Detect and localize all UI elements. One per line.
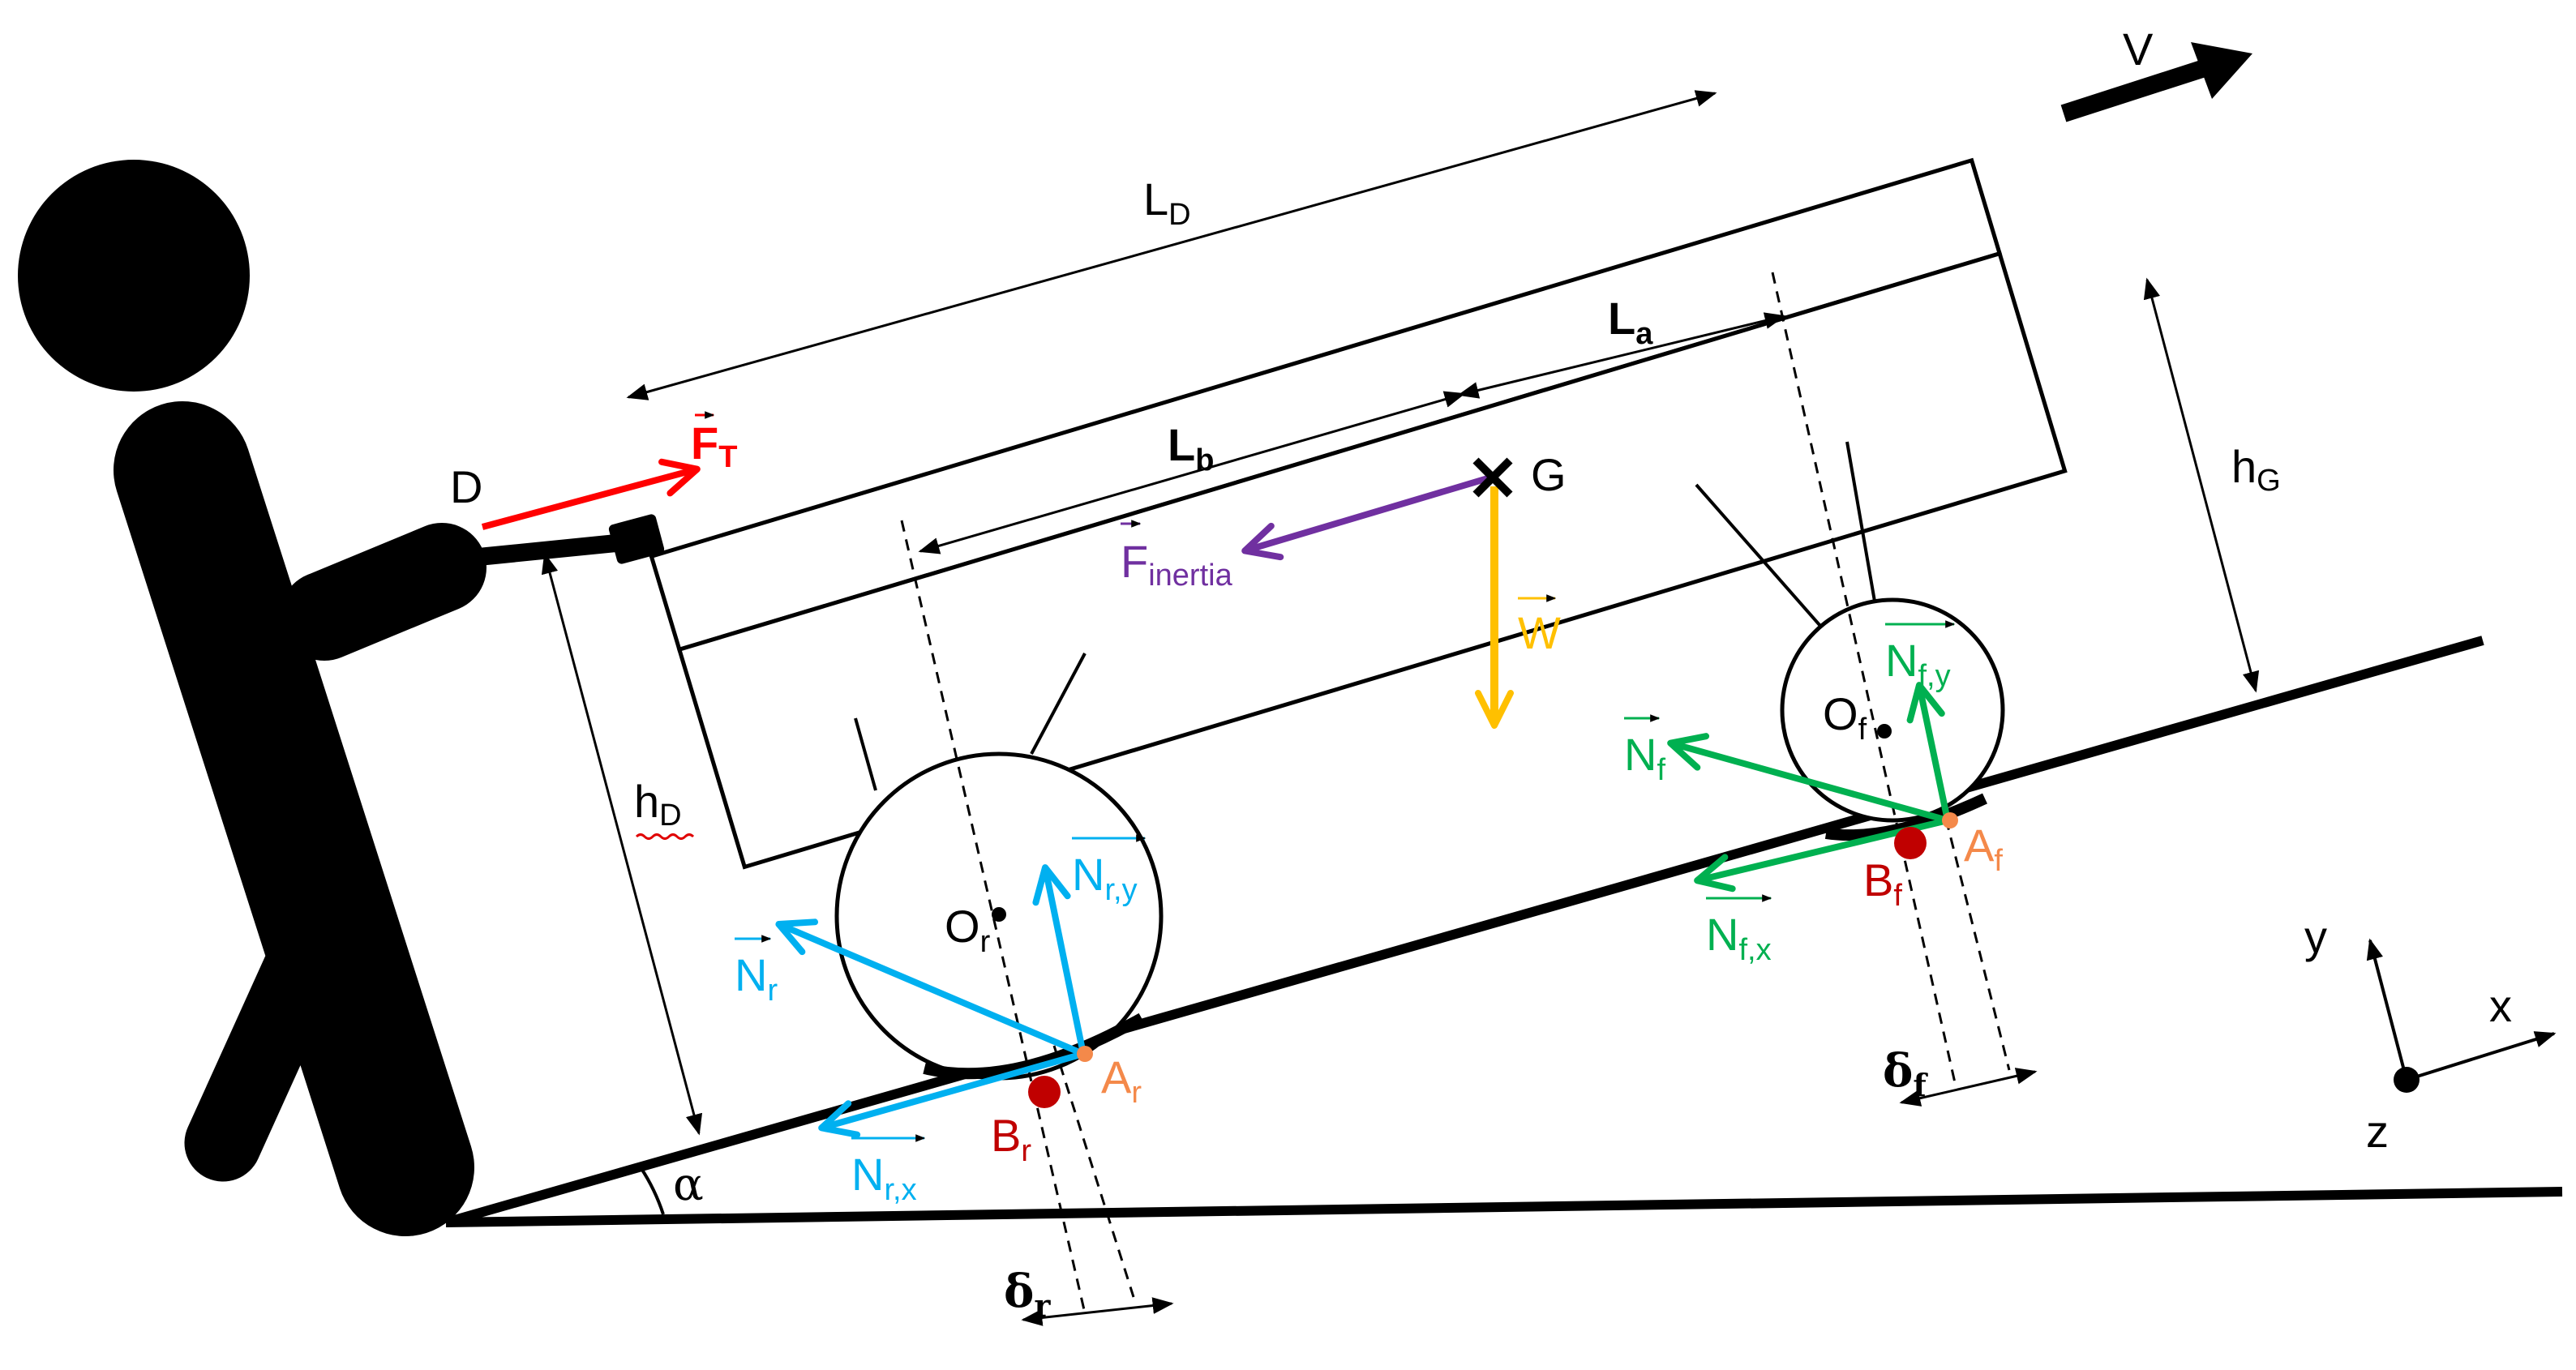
contact-point-Af [1942,812,1958,828]
label-Nrx: Nr,x [851,1149,917,1207]
force-Nfy-arrow [1906,682,1951,821]
person-head [18,160,250,392]
front-strut-left [1695,483,1828,634]
dimension-delta-r-arrow [1021,1297,1174,1326]
force-Finertia-arrow [1241,475,1489,561]
label-Ar: Ar [1101,1051,1142,1110]
force-Nry-arrow [1032,864,1087,1055]
dimension-La-arrow [1457,312,1786,399]
person-arm [280,523,486,661]
label-hD: hD [634,776,682,833]
person-pictogram [18,160,665,1236]
front-contact-dashed [1944,818,2011,1071]
front-wheel [1780,597,2005,823]
velocity-arrow [2060,42,2252,122]
label-delta-r: δr [1004,1265,1051,1324]
rear-contact-dashed [1052,1045,1135,1298]
label-hG: hG [2231,441,2281,498]
label-G: G [1531,449,1567,500]
dimension-Lb-arrow [918,391,1466,554]
label-Of: Of [1823,688,1867,747]
label-Nr: Nr [735,949,778,1008]
vector-marks [695,411,1956,1142]
G-cross [1472,457,1513,498]
label-Or: Or [945,901,991,959]
hD-spellcheck-squiggle [635,833,695,840]
rear-contact-patch [923,1013,1145,1080]
alpha-arc [639,1166,665,1215]
handle-grip [608,514,665,564]
dimension-hD-arrow [541,552,703,1136]
label-axis-z: z [2366,1106,2389,1157]
label-Nfx: Nf,x [1706,909,1772,967]
label-Nry: Nr,y [1072,849,1138,907]
rear-wheel-center [992,907,1006,922]
handle-bar [452,533,634,568]
coordinate-axes [2366,938,2557,1093]
contact-point-Ar [1077,1046,1093,1062]
label-Br: Br [991,1110,1031,1168]
force-Nr-arrow [775,918,1085,1057]
dimension-hG-arrow [2143,277,2260,693]
z-axis-dot [2394,1067,2420,1093]
label-V: V [2123,24,2154,75]
rear-strut-right [1030,653,1087,755]
label-W: W [1518,607,1561,658]
force-FT-arrow [481,458,701,530]
label-Bf: Bf [1863,854,1902,913]
label-delta-f: δf [1883,1044,1928,1103]
label-Af: Af [1964,820,2003,878]
label-alpha: α [673,1158,704,1211]
label-Lb: Lb [1168,419,1214,477]
label-axis-y: y [2304,911,2327,962]
person-back-leg [184,934,339,1182]
label-Nfy: Nf,y [1885,635,1951,693]
label-axis-x: x [2489,980,2512,1031]
slope-line [444,636,2484,1227]
label-LD: LD [1143,173,1191,232]
person-body [114,401,474,1236]
contact-point-Bf [1894,827,1927,859]
label-La: La [1608,293,1653,351]
front-axis-dashed [1771,272,1957,1087]
contact-point-Br [1028,1076,1061,1108]
dimension-LD-arrow [626,90,1717,400]
label-FT: FT [691,417,737,474]
dimension-delta-f-arrow [1899,1068,2038,1107]
force-Nf-arrow [1667,733,1949,824]
label-Nf: Nf [1624,729,1665,787]
front-wheel-center [1877,724,1892,739]
ground-line [445,1187,2563,1227]
rear-strut-left [854,717,877,791]
force-Nrx-arrow [818,1051,1085,1138]
label-D: D [450,461,482,512]
label-Finertia: Finertia [1121,536,1233,593]
